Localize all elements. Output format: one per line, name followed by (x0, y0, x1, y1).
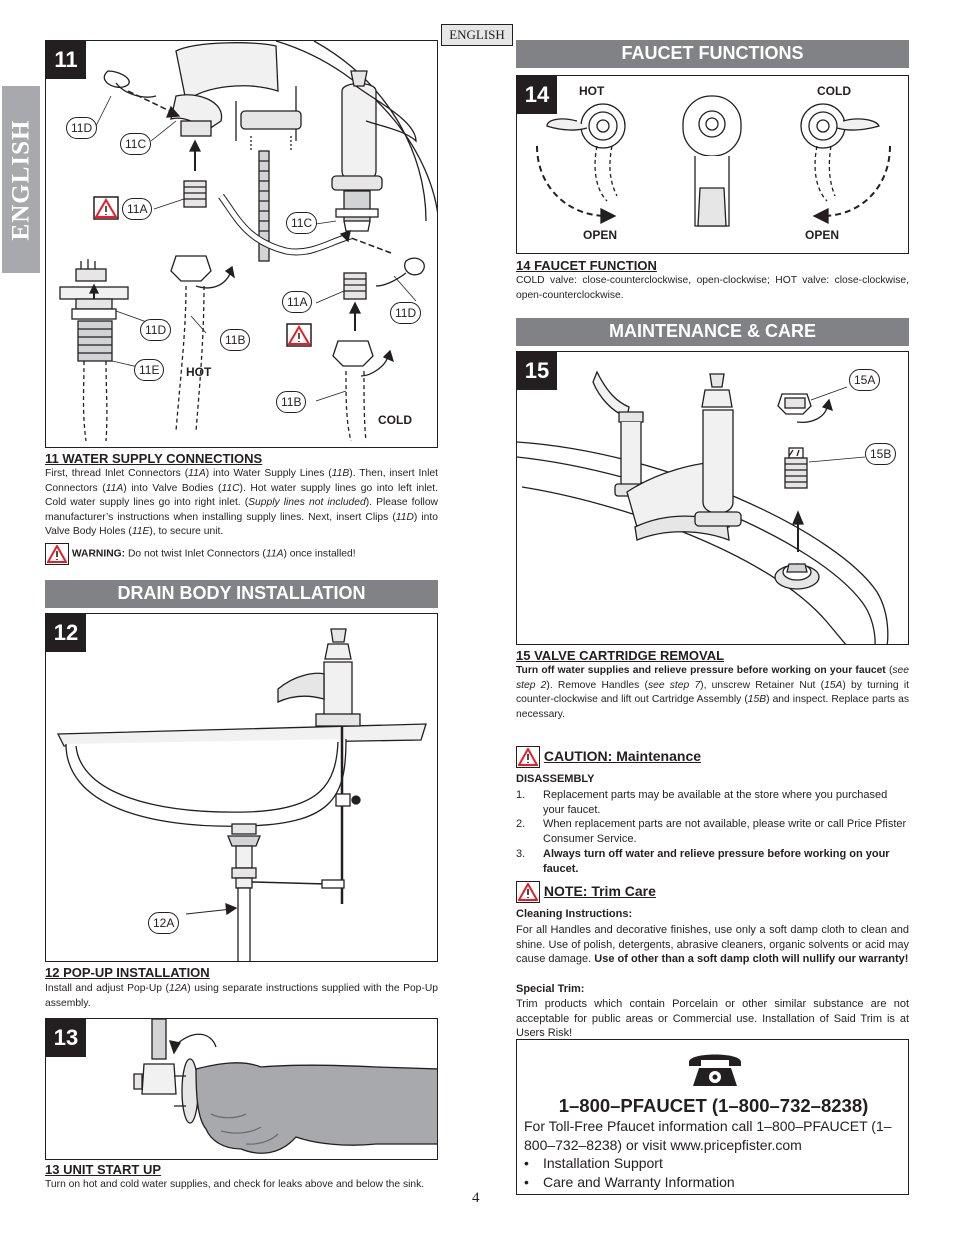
warning-note: WARNING: Do not twist Inlet Connectors (… (45, 543, 438, 566)
figure-11: 11 11D 11C 11A 11C 11A 11D 11D 11B 11E 1… (45, 40, 438, 448)
phone-number[interactable]: 1–800–PFAUCET (1–800–732–8238) (558, 1095, 869, 1116)
open-label-right: OPEN (805, 228, 840, 242)
caption-title-11: 11 WATER SUPPLY CONNECTIONS (45, 451, 263, 466)
warning-icon-11a-lower (286, 323, 312, 347)
caption-text-12: Install and adjust Pop-Up (12A) using se… (45, 983, 438, 1009)
hot-label: HOT (186, 365, 212, 379)
unit-start-up-illustration (133, 1019, 437, 1154)
cleaning-text: For all Handles and decorative finishes,… (516, 924, 909, 965)
contact-bullets: •Installation Support •Care and Warranty… (524, 1154, 904, 1192)
figure-14: 14 HOT COLD OPEN OPEN (516, 75, 909, 254)
special-trim-text: Trim products which contain Porcelain or… (516, 998, 909, 1039)
callout-11a-left: 11A (122, 198, 153, 220)
figure-13: 13 (45, 1018, 438, 1160)
page-number: 4 (472, 1190, 480, 1206)
warning-icon (45, 543, 69, 565)
caption-text-14: COLD valve: close-counterclockwise, open… (516, 275, 909, 301)
callout-11d-lower: 11D (140, 319, 172, 341)
caption-title-12: 12 POP-UP INSTALLATION (45, 965, 210, 980)
valve-cartridge-illustration (517, 370, 889, 644)
figure-12: 12 12A (45, 613, 438, 962)
caution-heading: CAUTION: Maintenance (516, 744, 701, 769)
disassembly-heading: DISASSEMBLY (516, 773, 595, 785)
contact-info: For Toll-Free Pfaucet information call 1… (524, 1118, 892, 1153)
hot-label: HOT (579, 84, 605, 98)
callout-15a: 15A (849, 369, 881, 391)
cleaning-heading: Cleaning Instructions: (516, 908, 633, 920)
caption-text-11: First, thread Inlet Connectors (11A) int… (45, 468, 438, 537)
note-icon (516, 881, 540, 904)
caption-text-15: Turn off water supplies and relieve pres… (516, 665, 909, 720)
cold-label: COLD (817, 84, 851, 98)
step-number-badge: 12 (46, 614, 86, 652)
callout-11b-right: 11B (276, 391, 307, 413)
step-number-badge: 11 (46, 41, 86, 79)
water-supply-illustration (59, 41, 437, 442)
callout-11c-right: 11C (286, 212, 318, 234)
caution-icon (516, 746, 540, 769)
warning-icon-11a-upper (93, 196, 119, 220)
side-language-tab: ENGLISH (2, 86, 40, 273)
faucet-function-illustration (536, 95, 891, 227)
figure-15: 15 15A 15B (516, 351, 909, 645)
telephone-icon (689, 1054, 741, 1086)
popup-drain-illustration (56, 628, 427, 961)
list-item: 1.Replacement parts may be available at … (516, 789, 888, 816)
callout-11b-left: 11B (220, 329, 251, 351)
disassembly-list: 1.Replacement parts may be available at … (516, 788, 909, 876)
section-drain-body-installation: DRAIN BODY INSTALLATION (45, 580, 438, 608)
section-maintenance-care: MAINTENANCE & CARE (516, 318, 909, 346)
cold-label: COLD (378, 413, 412, 427)
caption-title-13: 13 UNIT START UP (45, 1162, 162, 1177)
step-number-badge: 15 (517, 352, 557, 390)
caption-title-14: 14 FAUCET FUNCTION (516, 258, 657, 273)
caption-text-13: Turn on hot and cold water supplies, and… (45, 1179, 425, 1190)
callout-15b: 15B (865, 443, 897, 465)
language-tab: ENGLISH (441, 24, 513, 46)
contact-box: 1–800–PFAUCET (1–800–732–8238) For Toll-… (516, 1039, 909, 1195)
step-number-badge: 13 (46, 1019, 86, 1057)
trim-care-heading: NOTE: Trim Care (516, 879, 656, 904)
open-label-left: OPEN (583, 228, 618, 242)
side-tab-label: ENGLISH (7, 119, 34, 240)
callout-11a-right: 11A (282, 291, 313, 313)
list-item: 3.Always turn off water and relieve pres… (516, 848, 890, 875)
callout-11e: 11E (134, 359, 165, 381)
callout-12a: 12A (148, 912, 180, 934)
caption-title-15: 15 VALVE CARTRIDGE REMOVAL (516, 648, 725, 663)
special-trim-heading: Special Trim: (516, 983, 585, 995)
list-item: •Installation Support (524, 1155, 663, 1171)
section-faucet-functions: FAUCET FUNCTIONS (516, 40, 909, 68)
callout-11d-right: 11D (390, 302, 422, 324)
step-number-badge: 14 (517, 76, 557, 114)
callout-11d-upper: 11D (66, 117, 98, 139)
callout-11c-left: 11C (120, 133, 152, 155)
list-item: •Care and Warranty Information (524, 1174, 735, 1190)
list-item: 2.When replacement parts are not availab… (516, 818, 907, 845)
